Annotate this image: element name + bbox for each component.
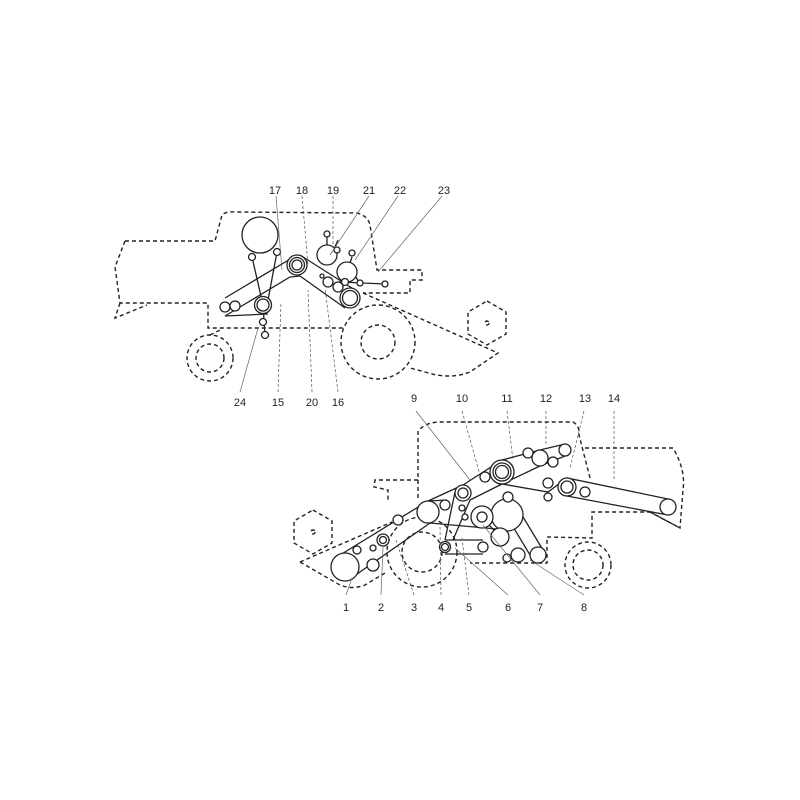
label-21: 21 (363, 185, 375, 197)
label-11: 11 (501, 393, 512, 405)
lower-pulleys (330, 443, 677, 582)
label-5: 5 (466, 602, 472, 614)
label-8: 8 (581, 602, 587, 614)
upper-pulleys (219, 216, 389, 340)
label-10: 10 (456, 393, 468, 405)
label-2: 2 (378, 602, 384, 614)
label-12: 12 (540, 393, 552, 405)
label-14: 14 (608, 393, 620, 405)
label-24: 24 (234, 397, 246, 409)
upper-machine-outline (113, 211, 507, 382)
upper-leader-lines (239, 195, 443, 393)
label-13: 13 (579, 393, 591, 405)
label-4: 4 (438, 602, 444, 614)
label-20: 20 (306, 397, 318, 409)
label-16: 16 (332, 397, 344, 409)
lower-labels: 9 10 11 12 13 14 1 2 3 4 5 6 7 8 (343, 393, 620, 614)
hexagon-unit (293, 509, 333, 555)
lower-leader-lines (345, 410, 615, 596)
label-17: 17 (269, 185, 281, 197)
upper-labels: 17 18 19 21 22 23 24 15 20 16 (234, 185, 450, 409)
lower-machine-outline (293, 421, 685, 589)
label-1: 1 (343, 602, 349, 614)
label-15: 15 (272, 397, 284, 409)
label-19: 19 (327, 185, 339, 197)
label-3: 3 (411, 602, 417, 614)
hexagon-unit (467, 300, 507, 346)
label-23: 23 (438, 185, 450, 197)
label-22: 22 (394, 185, 406, 197)
label-7: 7 (537, 602, 543, 614)
label-18: 18 (296, 185, 308, 197)
label-6: 6 (505, 602, 511, 614)
label-9: 9 (411, 393, 417, 405)
